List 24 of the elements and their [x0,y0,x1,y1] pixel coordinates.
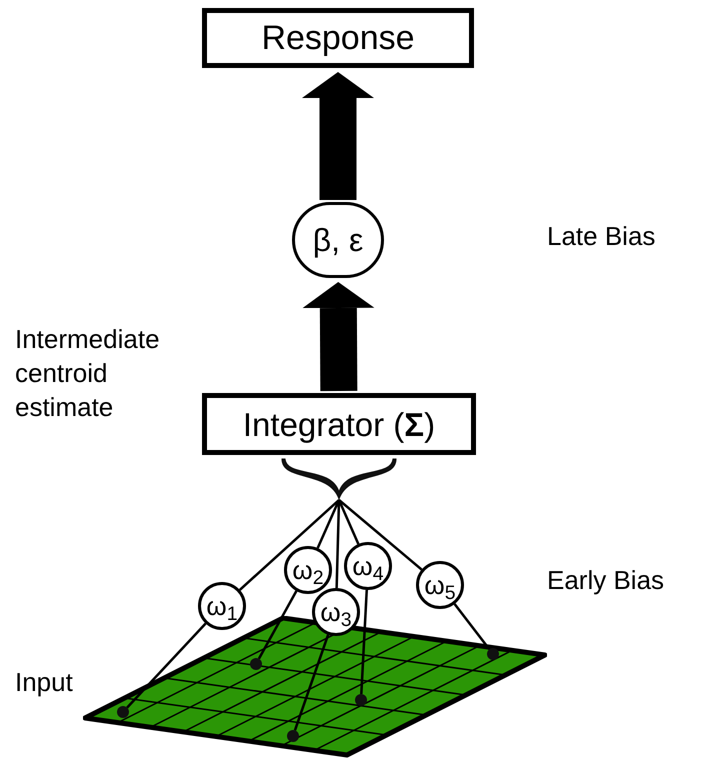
node-label: Integrator (Σ) [242,408,436,440]
node-label: ω$_{5}$ [424,572,456,598]
response-box [202,8,474,68]
connector-line [338,500,360,545]
connector-line [338,499,422,570]
annotation-label: Late Bias [547,220,656,253]
node-label: β, ε [312,224,364,256]
block-arrow [302,72,374,200]
connector-line [454,603,490,650]
node-label: ω$_{2}$ [292,557,324,583]
node-label: Response [261,21,415,55]
connector-line [316,500,340,549]
connector-line [238,499,340,591]
curly-brace [279,458,399,500]
connector-line [360,590,368,694]
annotation-label: Early Bias [547,564,666,597]
connector-line [294,634,330,731]
node-label: ω$_{3}$ [320,599,352,625]
node-label: ω$_{1}$ [206,593,238,619]
node-label: ω$_{4}$ [352,553,384,579]
annotation-label: Intermediate centroid estimate [15,323,161,424]
annotation-label: Input [15,666,74,699]
integrator-box [202,393,476,455]
connector-line [126,622,207,708]
